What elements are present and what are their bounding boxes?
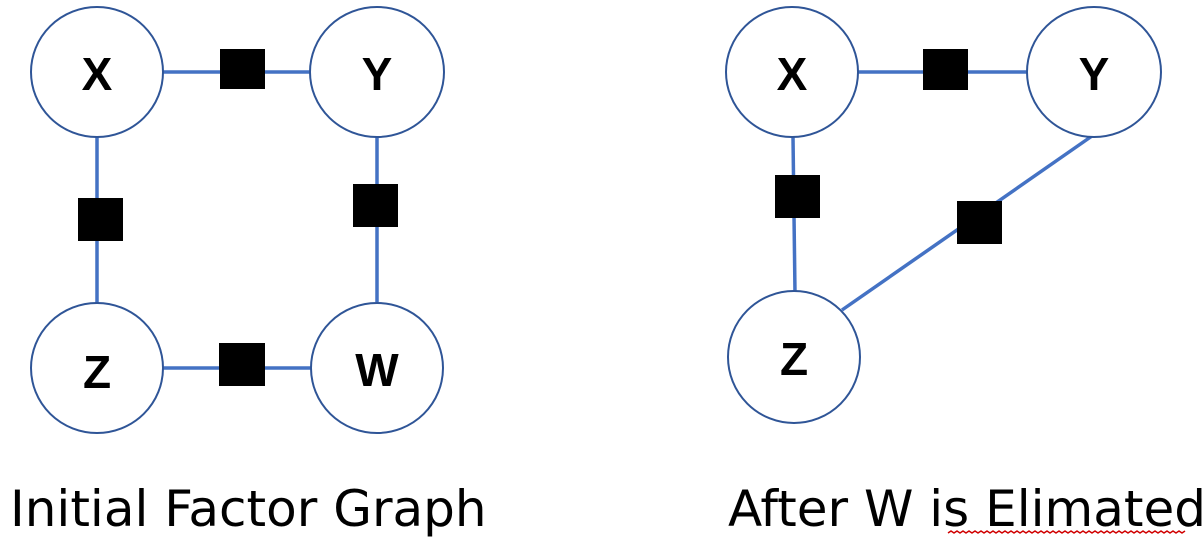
node-z: [727, 290, 861, 424]
node-z-label: Z: [780, 333, 808, 385]
factor-x-y: [220, 49, 265, 89]
factor-x-y: [923, 49, 968, 90]
node-x-label: X: [777, 48, 808, 100]
after-elimination-graph: X Y Z After W is Elimated: [725, 6, 1204, 538]
right-caption: After W is Elimated: [728, 480, 1204, 538]
node-x-label: X: [82, 48, 113, 100]
node-w-label: W: [355, 344, 399, 396]
node-y: [1026, 6, 1162, 138]
factor-z-w: [219, 343, 265, 386]
factor-x-z: [78, 198, 123, 241]
node-y-label: Y: [362, 48, 393, 100]
node-x: [725, 6, 859, 138]
left-caption: Initial Factor Graph: [10, 480, 487, 538]
node-x: [30, 6, 164, 138]
factor-y-w: [353, 184, 398, 227]
node-w: [310, 302, 444, 434]
spellcheck-underline: [947, 530, 1186, 534]
initial-factor-graph: X Y Z W Initial Factor Graph: [10, 6, 487, 538]
node-y-label: Y: [1079, 48, 1110, 100]
node-z-label: Z: [83, 346, 111, 398]
node-z: [30, 302, 164, 434]
factor-y-z: [957, 201, 1002, 244]
node-y: [309, 6, 445, 138]
factor-x-z: [775, 175, 820, 218]
